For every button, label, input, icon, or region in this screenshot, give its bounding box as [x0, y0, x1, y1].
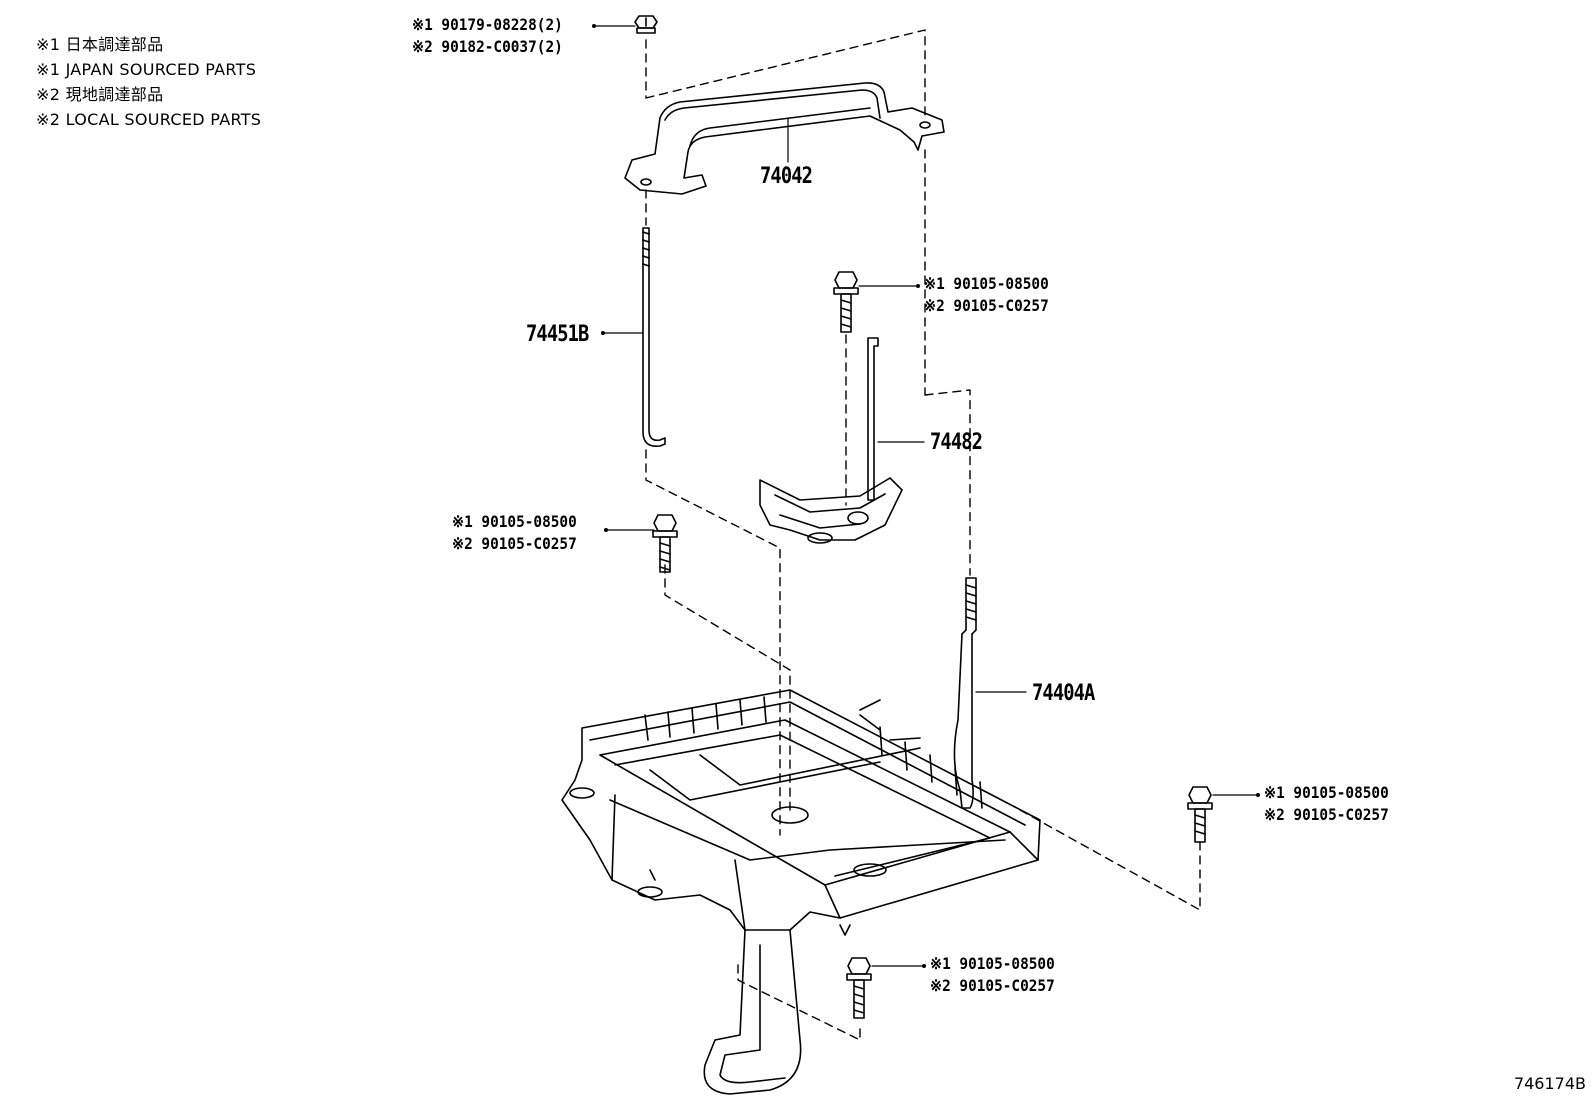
- part-label-hold-down[interactable]: 74482: [930, 430, 983, 455]
- leader-dots: [592, 24, 1260, 968]
- legend-line-4: ※2 LOCAL SOURCED PARTS: [36, 110, 262, 129]
- callout-bottom-bolt[interactable]: ※1 90105-08500 ※2 90105-C0257: [930, 953, 1055, 997]
- part-label-clamp[interactable]: 74042: [760, 164, 813, 189]
- legend-line-1: ※1 日本調達部品: [36, 35, 164, 54]
- legend-line-3: ※2 現地調達部品: [36, 85, 164, 104]
- callout-right-bolt-line1: ※1 90105-08500: [1264, 783, 1389, 802]
- bottom-bolt-icon: [846, 957, 872, 1019]
- callout-top-nut[interactable]: ※1 90179-08228(2) ※2 90182-C0037(2): [412, 14, 563, 58]
- assembly-dashed-lines: [645, 29, 1201, 1041]
- rod-74451B: [642, 227, 666, 448]
- clamp-bracket-74042: [624, 82, 945, 195]
- part-label-tray-bolt[interactable]: 74404A: [1032, 681, 1095, 706]
- callout-right-bolt[interactable]: ※1 90105-08500 ※2 90105-C0257: [1264, 782, 1389, 826]
- top-nut-icon: [634, 15, 658, 34]
- illustration-code: 746174B: [1513, 1074, 1586, 1093]
- callout-top-nut-line1: ※1 90179-08228(2): [412, 15, 563, 34]
- tray-bolt-74404A: [953, 577, 977, 809]
- callout-mid-bolt-line1: ※1 90105-08500: [924, 274, 1049, 293]
- hold-down-74482: [759, 337, 903, 544]
- callout-mid-bolt[interactable]: ※1 90105-08500 ※2 90105-C0257: [924, 273, 1049, 317]
- left-bolt-icon: [652, 514, 678, 573]
- part-label-rod[interactable]: 74451B: [526, 322, 589, 347]
- callout-top-nut-line2: ※2 90182-C0037(2): [412, 37, 563, 56]
- legend-line-2: ※1 JAPAN SOURCED PARTS: [36, 60, 257, 79]
- leader-lines: [593, 25, 1259, 967]
- battery-tray: [561, 689, 1041, 1095]
- callout-mid-bolt-line2: ※2 90105-C0257: [924, 296, 1049, 315]
- callout-bottom-bolt-line2: ※2 90105-C0257: [930, 976, 1055, 995]
- mid-bolt-icon: [833, 271, 859, 333]
- right-bolt-icon: [1187, 786, 1213, 843]
- sourcing-legend: ※1 日本調達部品 ※1 JAPAN SOURCED PARTS ※2 現地調達…: [36, 32, 261, 132]
- callout-left-bolt-line1: ※1 90105-08500: [452, 512, 577, 531]
- callout-bottom-bolt-line1: ※1 90105-08500: [930, 954, 1055, 973]
- callout-left-bolt[interactable]: ※1 90105-08500 ※2 90105-C0257: [452, 511, 577, 555]
- callout-right-bolt-line2: ※2 90105-C0257: [1264, 805, 1389, 824]
- callout-left-bolt-line2: ※2 90105-C0257: [452, 534, 577, 553]
